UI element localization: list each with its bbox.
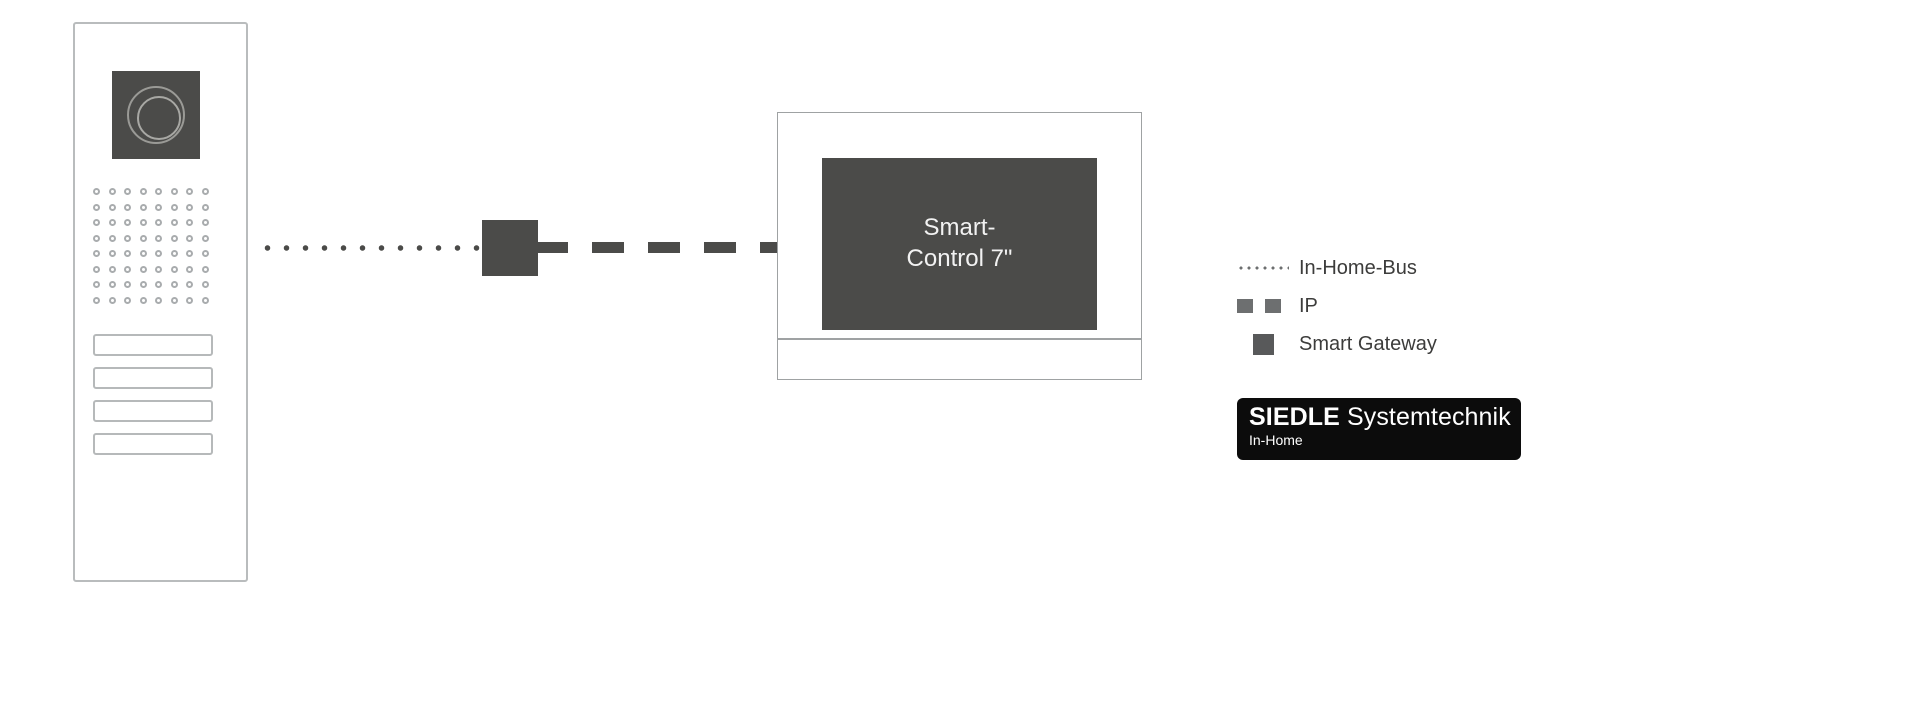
smart-gateway-device (482, 220, 538, 276)
filled-square-icon (1237, 333, 1289, 355)
in-home-bus-connection-line (258, 244, 568, 252)
call-button-nameplate[interactable] (93, 334, 213, 356)
ip-connection-line (536, 242, 956, 253)
call-button-nameplate[interactable] (93, 400, 213, 422)
grille-hole (170, 188, 178, 196)
call-button-nameplate[interactable] (93, 433, 213, 455)
grille-hole (139, 219, 147, 227)
grille-hole (155, 265, 163, 273)
monitor-screen: Smart- Control 7" (822, 158, 1097, 330)
grille-hole (186, 296, 194, 304)
dotted-line-icon (1237, 261, 1289, 275)
grille-hole (201, 234, 209, 242)
grille-hole (124, 219, 132, 227)
legend-label: IP (1299, 294, 1318, 317)
legend-label: In-Home-Bus (1299, 256, 1417, 279)
grille-hole (170, 219, 178, 227)
brand-wordmark: SIEDLE Systemtechnik (1249, 403, 1511, 431)
grille-hole (124, 281, 132, 289)
grille-hole (93, 234, 101, 242)
grille-hole (155, 281, 163, 289)
smart-control-monitor: Smart- Control 7" (777, 112, 1142, 380)
grille-hole (108, 296, 116, 304)
grille-hole (186, 219, 194, 227)
grille-hole (186, 265, 194, 273)
grille-hole (201, 281, 209, 289)
grille-hole (186, 188, 194, 196)
monitor-divider (778, 338, 1141, 340)
siedle-brand-plate: SIEDLE Systemtechnik In-Home (1237, 398, 1521, 460)
grille-hole (108, 188, 116, 196)
grille-hole (186, 250, 194, 258)
grille-hole (201, 296, 209, 304)
legend-item-smart-gateway: Smart Gateway (1237, 325, 1567, 363)
grille-hole (93, 265, 101, 273)
grille-hole (139, 234, 147, 242)
grille-hole (93, 219, 101, 227)
grille-hole (93, 296, 101, 304)
grille-hole (108, 250, 116, 258)
brand-name-bold: SIEDLE (1249, 403, 1340, 431)
brand-name-light: Systemtechnik (1346, 403, 1511, 431)
legend-label: Smart Gateway (1299, 332, 1437, 355)
grille-hole (155, 219, 163, 227)
grille-hole (155, 234, 163, 242)
grille-hole (170, 281, 178, 289)
camera-module (112, 71, 200, 159)
grille-hole (186, 234, 194, 242)
legend-item-in-home-bus: In-Home-Bus (1237, 249, 1567, 287)
legend: In-Home-Bus IP Smart Gateway (1237, 249, 1567, 363)
grille-hole (124, 265, 132, 273)
dashed-line-icon (1237, 299, 1289, 313)
grille-hole (155, 203, 163, 211)
grille-hole (124, 188, 132, 196)
legend-item-ip: IP (1237, 287, 1567, 325)
grille-hole (93, 203, 101, 211)
grille-hole (201, 219, 209, 227)
grille-hole (170, 203, 178, 211)
camera-lens-inner-ring (137, 96, 181, 140)
grille-hole (124, 250, 132, 258)
grille-hole (186, 203, 194, 211)
call-button-nameplate[interactable] (93, 367, 213, 389)
grille-hole (124, 234, 132, 242)
grille-hole (108, 234, 116, 242)
grille-hole (170, 265, 178, 273)
grille-hole (124, 296, 132, 304)
grille-hole (155, 188, 163, 196)
grille-hole (170, 296, 178, 304)
nameplate-stack (93, 334, 213, 466)
grille-hole (201, 250, 209, 258)
grille-hole (139, 296, 147, 304)
grille-hole (93, 188, 101, 196)
speaker-grille (89, 184, 213, 308)
grille-hole (139, 265, 147, 273)
grille-hole (93, 281, 101, 289)
grille-hole (155, 296, 163, 304)
grille-hole (139, 250, 147, 258)
grille-hole (201, 188, 209, 196)
grille-hole (93, 250, 101, 258)
brand-subtitle: In-Home (1249, 432, 1303, 448)
grille-hole (139, 203, 147, 211)
grille-hole (108, 265, 116, 273)
grille-hole (201, 265, 209, 273)
grille-hole (108, 219, 116, 227)
grille-hole (170, 234, 178, 242)
grille-hole (108, 281, 116, 289)
camera-lens-outer-ring (127, 86, 185, 144)
grille-hole (201, 203, 209, 211)
grille-hole (139, 188, 147, 196)
door-station (73, 22, 248, 582)
grille-hole (170, 250, 178, 258)
grille-hole (108, 203, 116, 211)
grille-hole (186, 281, 194, 289)
grille-hole (155, 250, 163, 258)
monitor-screen-label: Smart- Control 7" (906, 214, 1013, 272)
grille-hole (124, 203, 132, 211)
grille-hole (139, 281, 147, 289)
